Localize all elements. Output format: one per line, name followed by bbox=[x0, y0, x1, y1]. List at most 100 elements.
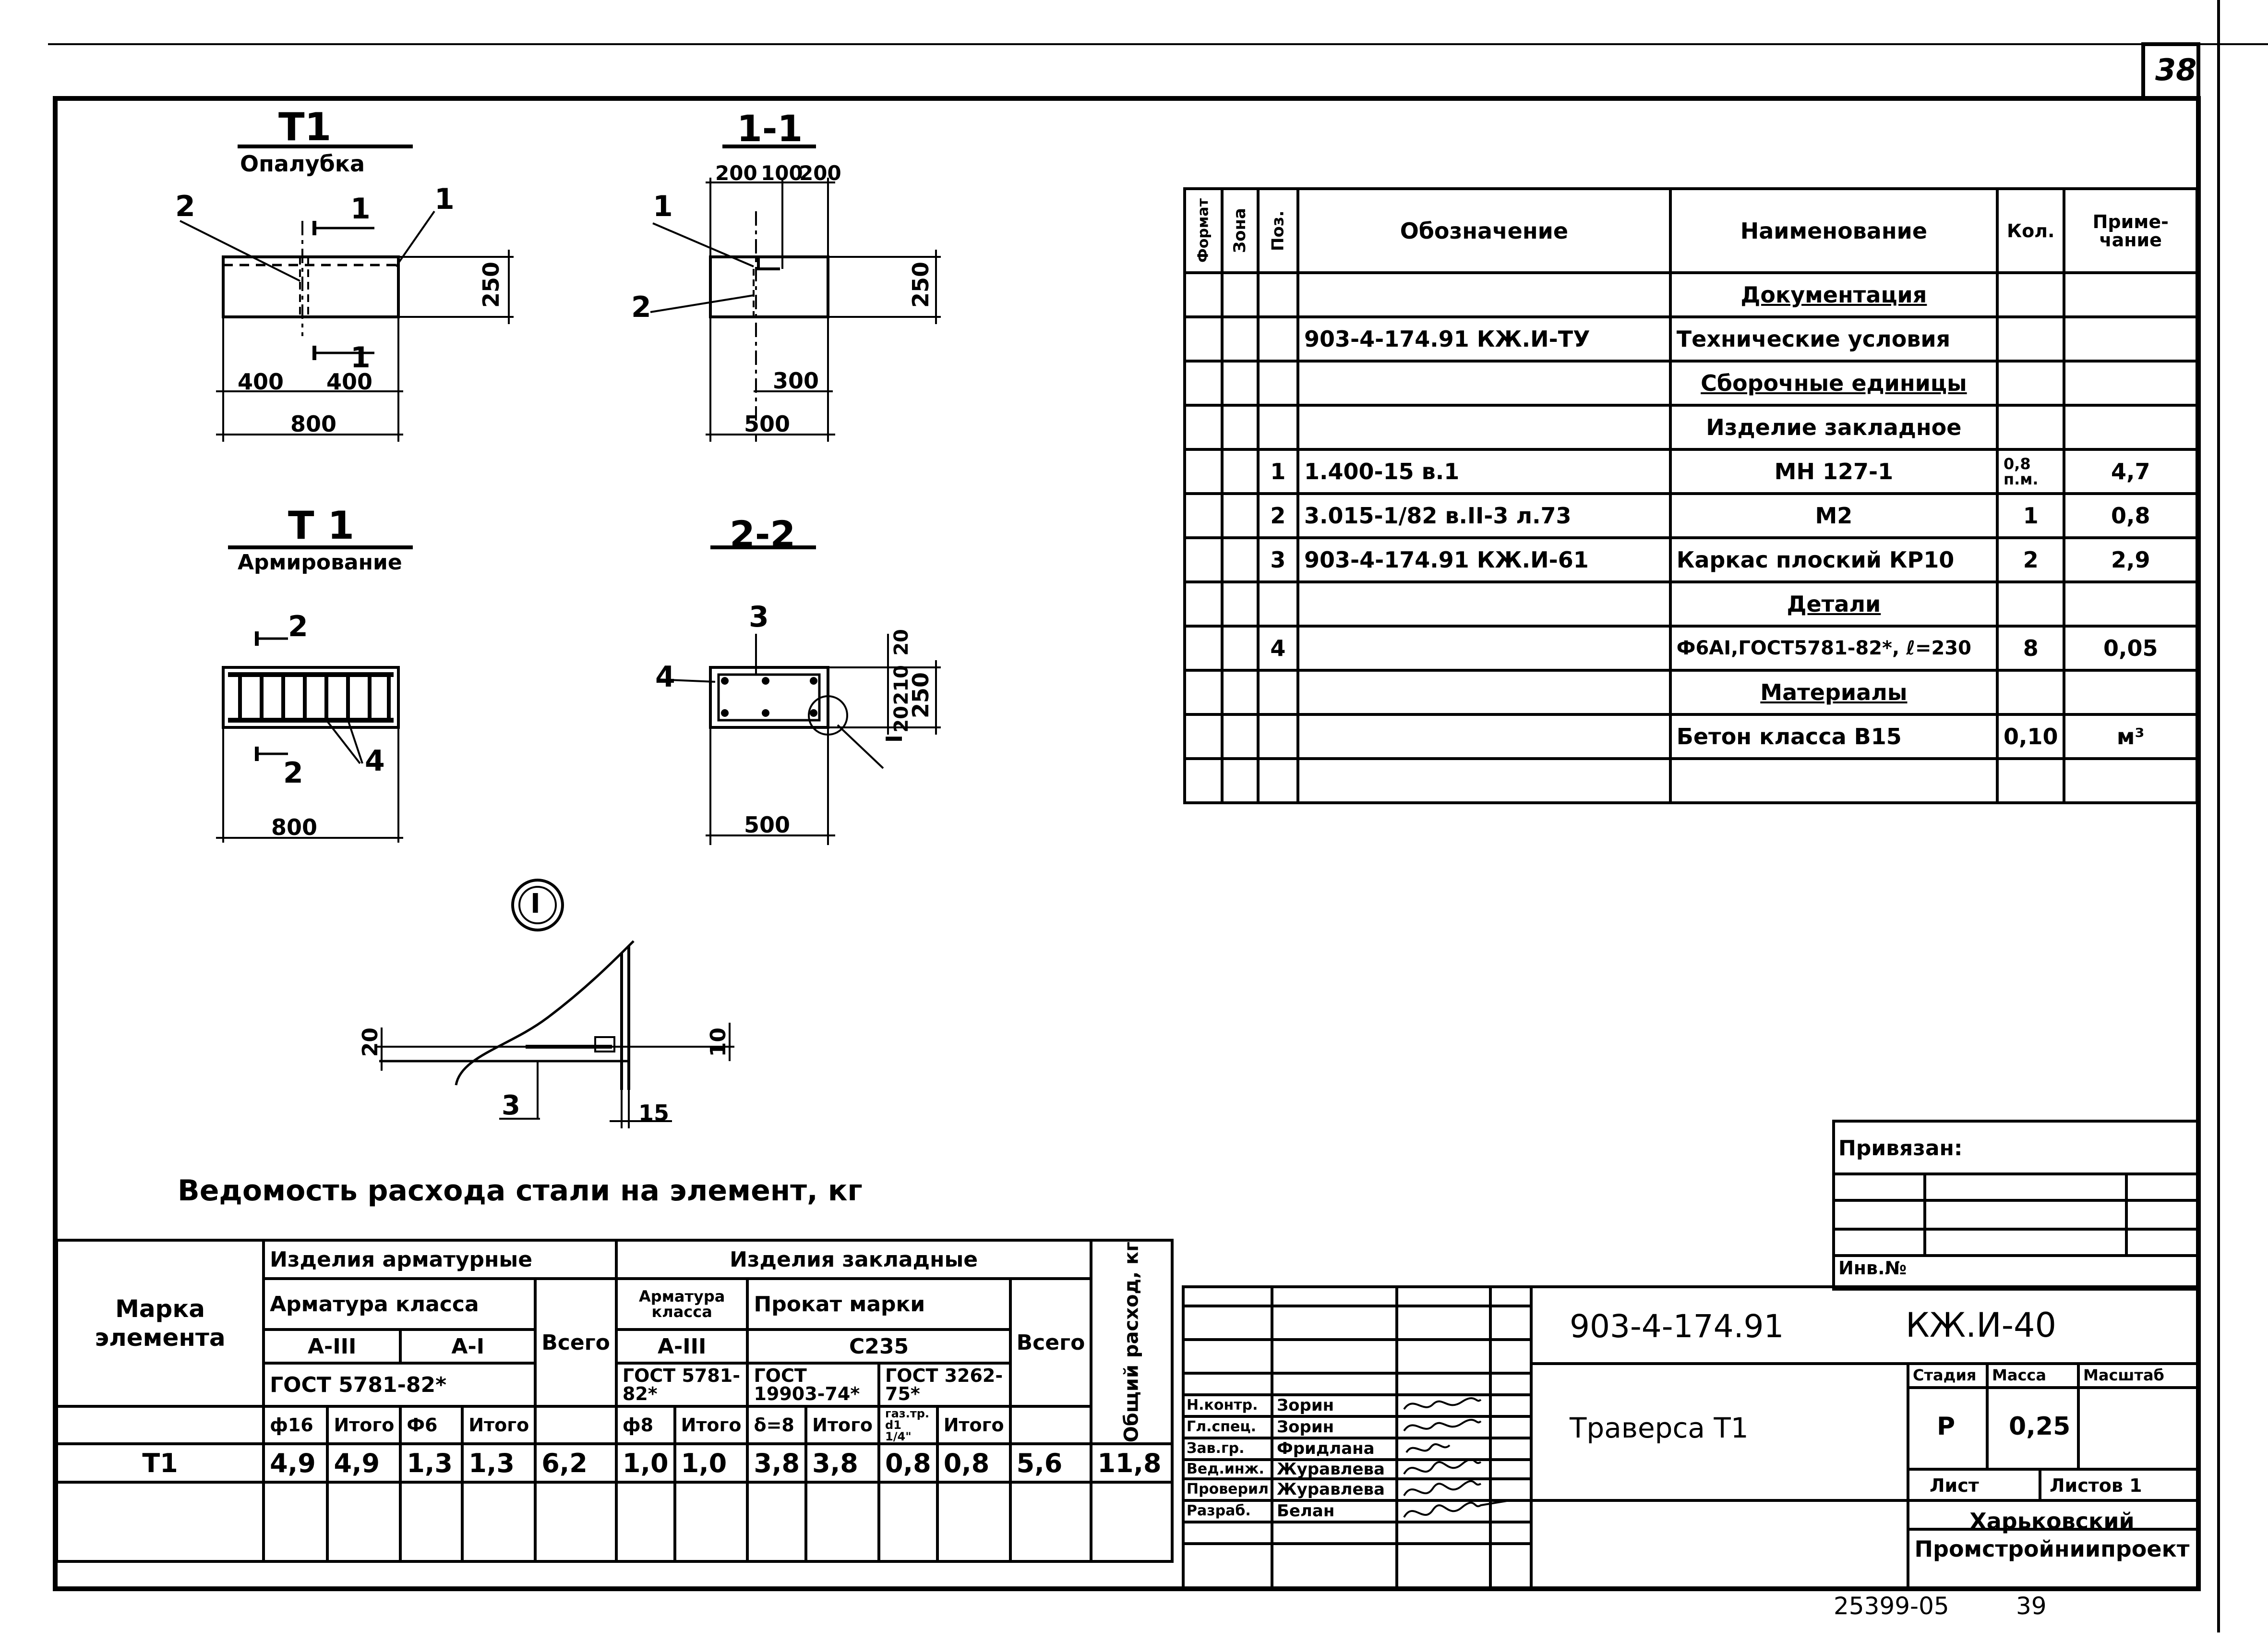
section-heading: Документация bbox=[1668, 271, 1999, 318]
dim-400-left: 400 bbox=[238, 369, 284, 395]
header-emb-a3: А-III bbox=[614, 1328, 749, 1365]
callout-2: 2 bbox=[631, 290, 651, 324]
header-pipe: газ.тр. d1 1/4" bbox=[877, 1405, 939, 1446]
cut-mark-top: 1 bbox=[350, 192, 371, 226]
footer-code: 25399-05 bbox=[1834, 1592, 1949, 1620]
header-rebar-class: Арматура класса bbox=[262, 1277, 537, 1331]
person-name: Зорин bbox=[1277, 1396, 1334, 1415]
callout-2: 2 bbox=[175, 190, 195, 223]
header-itogo: Итого bbox=[936, 1405, 1012, 1446]
t1-arm-title: Т 1 bbox=[288, 503, 355, 548]
header-note: Приме-чание bbox=[2063, 187, 2198, 274]
sheet-number: 38 bbox=[2155, 52, 2197, 87]
header-itogo: Итого bbox=[461, 1405, 537, 1446]
person-name: Фридлана bbox=[1277, 1439, 1375, 1458]
header-d16: ф16 bbox=[262, 1405, 329, 1446]
dim-400-right: 400 bbox=[326, 369, 373, 395]
header-embedded: Изделия закладные bbox=[614, 1239, 1093, 1280]
dim-300: 300 bbox=[773, 368, 819, 394]
callout-3: 3 bbox=[749, 600, 769, 634]
header-itogo: Итого bbox=[673, 1405, 749, 1446]
mass-value: 0,25 bbox=[2009, 1412, 2071, 1441]
header-a3: А-III bbox=[262, 1328, 402, 1365]
callout-3: 3 bbox=[502, 1090, 520, 1121]
inv-no-label: Инв.№ bbox=[1838, 1257, 1907, 1279]
name-cell: Технические условия bbox=[1668, 315, 1999, 363]
dim-15: 15 bbox=[638, 1100, 670, 1126]
header-gost-5781: ГОСТ 5781-82* bbox=[262, 1362, 537, 1408]
header-rolled: Прокат марки bbox=[746, 1277, 1012, 1331]
header-total2: Всего bbox=[1008, 1277, 1093, 1408]
header-a1: А-I bbox=[399, 1328, 537, 1365]
dim-200a: 200 bbox=[715, 161, 757, 185]
person-name: Журавлева bbox=[1277, 1460, 1385, 1479]
sheets-header: Листов 1 bbox=[2050, 1475, 2142, 1496]
person-name: Журавлева bbox=[1277, 1480, 1385, 1499]
node-label: I bbox=[530, 888, 540, 919]
specification-table: Формат Зона Поз. Обозначение Наименовани… bbox=[1183, 187, 2198, 804]
role-label: Проверил bbox=[1187, 1481, 1269, 1498]
dim-500: 500 bbox=[744, 812, 791, 838]
table-row: 3 903-4-174.91 КЖ.И-61 Каркас плоский КР… bbox=[1183, 536, 2198, 583]
header-name: Наименование bbox=[1668, 187, 1999, 274]
header-emb-gost-a: ГОСТ 5781-82* bbox=[614, 1362, 749, 1408]
header-designation: Обозначение bbox=[1296, 187, 1672, 274]
sheet-header: Лист bbox=[1930, 1475, 1979, 1496]
header-emb-rebar: Арматура класса bbox=[614, 1277, 749, 1331]
person-name: Белан bbox=[1277, 1501, 1335, 1521]
role-label: Вед.инж. bbox=[1187, 1461, 1264, 1477]
person-name: Зорин bbox=[1277, 1417, 1334, 1437]
header-delta8: δ=8 bbox=[746, 1405, 808, 1446]
cut-mark-bottom: 1 bbox=[350, 341, 371, 375]
dim-500: 500 bbox=[744, 411, 791, 437]
table-row: Материалы bbox=[1183, 669, 2198, 716]
header-qty: Кол. bbox=[1995, 187, 2066, 274]
table-row: Изделие закладное bbox=[1183, 404, 2198, 451]
privyazan-label: Привязан: bbox=[1838, 1136, 1963, 1160]
table-row bbox=[1183, 757, 2198, 804]
header-total: Всего bbox=[534, 1277, 618, 1408]
sheet-code: КЖ.И-40 bbox=[1906, 1306, 2057, 1345]
section-heading: Сборочные единицы bbox=[1668, 360, 1999, 407]
role-label: Зав.гр. bbox=[1187, 1440, 1245, 1457]
t1-subtitle: Опалубка bbox=[240, 151, 365, 177]
section-heading: Материалы bbox=[1668, 669, 1999, 716]
header-d8: ф8 bbox=[614, 1405, 676, 1446]
table-row: 903-4-174.91 КЖ.И-ТУ Технические условия bbox=[1183, 315, 2198, 363]
callout-1: 1 bbox=[434, 182, 455, 216]
doc-code: 903-4-174.91 bbox=[1570, 1308, 1784, 1345]
section-heading: Детали bbox=[1668, 580, 1999, 628]
header-c235: С235 bbox=[746, 1328, 1012, 1365]
cut-mark-bottom: 2 bbox=[283, 756, 303, 790]
mark-cell: Т1 bbox=[55, 1442, 265, 1484]
role-label: Разраб. bbox=[1187, 1502, 1251, 1519]
header-itogo: Итого bbox=[804, 1405, 881, 1446]
stage-header: Стадия bbox=[1913, 1366, 1977, 1384]
cut-mark-top: 2 bbox=[288, 610, 308, 643]
header-itogo: Итого bbox=[326, 1405, 402, 1446]
steel-consumption-table: Марка элемента Изделия арматурные Издели… bbox=[55, 1238, 1174, 1563]
scale-header: Масштаб bbox=[2083, 1366, 2164, 1384]
table-row: Сборочные единицы bbox=[1183, 360, 2198, 407]
header-d6: Ф6 bbox=[399, 1405, 464, 1446]
header-emb-gost-b: ГОСТ 19903-74* bbox=[746, 1362, 881, 1408]
steel-table-title: Ведомость расхода стали на элемент, кг bbox=[178, 1174, 863, 1208]
t1-title: Т1 bbox=[278, 105, 332, 149]
mass-header: Масса bbox=[1992, 1366, 2046, 1384]
footer-page: 39 bbox=[2016, 1592, 2047, 1620]
header-emb-gost-c: ГОСТ 3262-75* bbox=[877, 1362, 1012, 1408]
table-row: 2 3.015-1/82 в.II-3 л.73 М2 1 0,8 bbox=[1183, 492, 2198, 539]
callout-1: 1 bbox=[653, 190, 673, 223]
role-label: Гл.спец. bbox=[1187, 1418, 1256, 1435]
callout-4: 4 bbox=[365, 744, 385, 778]
table-row: Детали bbox=[1183, 580, 2198, 628]
name-cell: Изделие закладное bbox=[1668, 404, 1999, 451]
callout-4: 4 bbox=[655, 660, 675, 694]
table-row: Документация bbox=[1183, 271, 2198, 318]
dim-100: 100 bbox=[761, 161, 803, 185]
dim-800: 800 bbox=[271, 814, 318, 840]
stage-value: Р bbox=[1937, 1412, 1956, 1441]
section-2-2-title: 2-2 bbox=[730, 513, 796, 556]
